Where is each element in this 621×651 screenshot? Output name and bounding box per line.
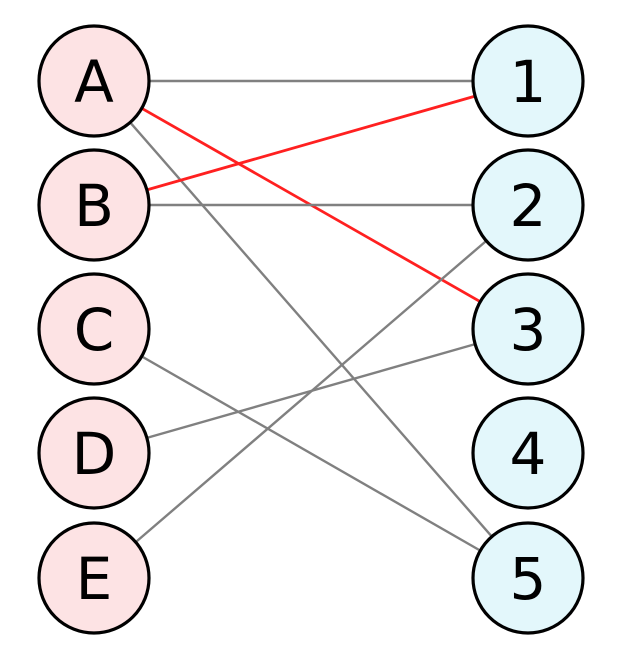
node-label-B: B xyxy=(74,172,114,240)
node-circle-C[interactable] xyxy=(37,272,151,386)
node-5[interactable]: 5 xyxy=(471,521,585,635)
node-label-2: 2 xyxy=(510,172,547,240)
node-circle-D[interactable] xyxy=(37,396,151,510)
node-label-A: A xyxy=(74,48,114,116)
edge-E-2[interactable] xyxy=(134,239,488,544)
node-circle-B[interactable] xyxy=(37,148,151,262)
node-label-C: C xyxy=(74,296,115,364)
node-label-1: 1 xyxy=(510,48,547,116)
node-circle-A[interactable] xyxy=(37,24,151,138)
node-3[interactable]: 3 xyxy=(471,272,585,386)
node-B[interactable]: B xyxy=(37,148,151,262)
node-circle-4[interactable] xyxy=(471,396,585,510)
edge-layer xyxy=(129,79,493,552)
node-A[interactable]: A xyxy=(37,24,151,138)
node-D[interactable]: D xyxy=(37,396,151,510)
edge-B-1[interactable] xyxy=(146,94,476,192)
node-label-E: E xyxy=(76,545,113,613)
node-circle-3[interactable] xyxy=(471,272,585,386)
node-circle-2[interactable] xyxy=(471,148,585,262)
edge-C-5[interactable] xyxy=(141,355,481,552)
node-C[interactable]: C xyxy=(37,272,151,386)
node-E[interactable]: E xyxy=(37,521,151,635)
node-label-D: D xyxy=(72,420,117,488)
node-circle-E[interactable] xyxy=(37,521,151,635)
node-2[interactable]: 2 xyxy=(471,148,585,262)
edge-A-5[interactable] xyxy=(129,121,493,538)
node-4[interactable]: 4 xyxy=(471,396,585,510)
node-circle-5[interactable] xyxy=(471,521,585,635)
node-label-3: 3 xyxy=(510,296,547,364)
node-label-4: 4 xyxy=(510,420,547,488)
node-label-5: 5 xyxy=(510,545,547,613)
node-circle-1[interactable] xyxy=(471,24,585,138)
node-1[interactable]: 1 xyxy=(471,24,585,138)
